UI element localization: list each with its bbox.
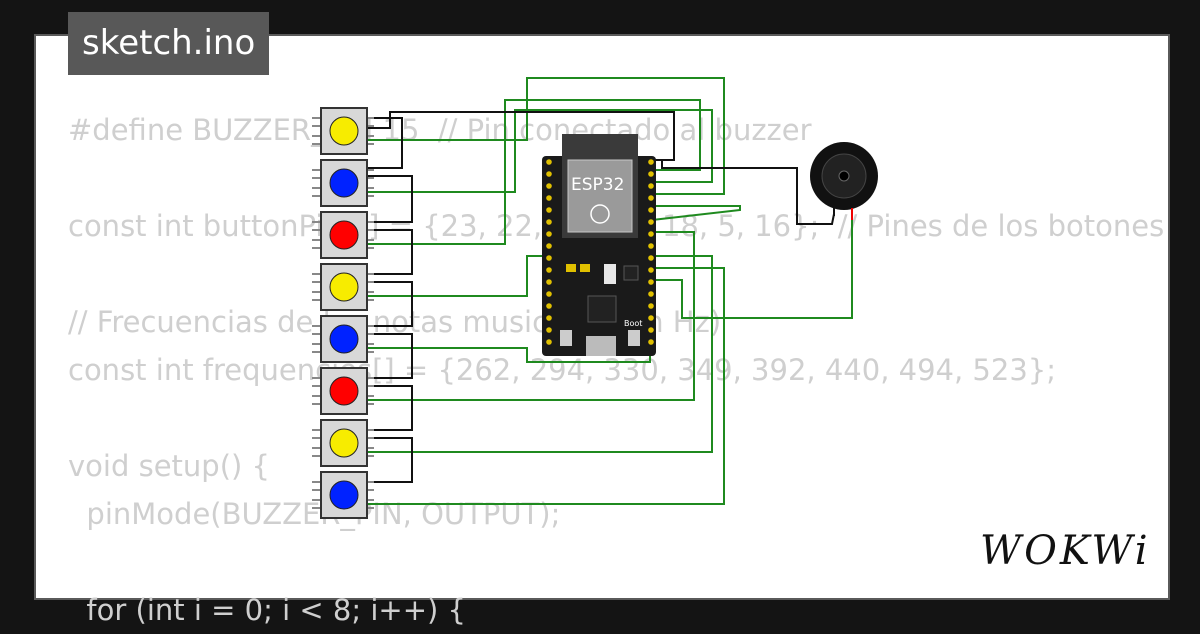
pin-header-left bbox=[546, 159, 552, 345]
header-pin[interactable] bbox=[648, 327, 654, 333]
header-pin[interactable] bbox=[648, 291, 654, 297]
ground-1 bbox=[368, 117, 403, 169]
esp32-board[interactable]: ESP32 Boot bbox=[542, 134, 656, 356]
button-housing bbox=[320, 107, 368, 155]
wire-button-7 bbox=[368, 255, 713, 453]
wire-buzzer-signal bbox=[652, 214, 853, 319]
black-wires bbox=[368, 111, 835, 483]
wire-button-8 bbox=[368, 267, 725, 505]
header-pin[interactable] bbox=[648, 255, 654, 261]
header-pin[interactable] bbox=[648, 315, 654, 321]
button-cap[interactable] bbox=[329, 480, 359, 510]
header-pin[interactable] bbox=[648, 219, 654, 225]
header-pin[interactable] bbox=[648, 171, 654, 177]
code-line: for (int i = 0; i < 8; i++) { bbox=[68, 593, 466, 627]
en-button[interactable] bbox=[560, 330, 572, 346]
header-pin[interactable] bbox=[546, 267, 552, 273]
wire-button-4 bbox=[368, 255, 550, 297]
header-pin[interactable] bbox=[546, 243, 552, 249]
pushbutton-blue[interactable] bbox=[312, 315, 374, 363]
component bbox=[623, 265, 639, 281]
header-pin[interactable] bbox=[648, 195, 654, 201]
button-cap[interactable] bbox=[329, 324, 359, 354]
header-pin[interactable] bbox=[648, 339, 654, 345]
usb-chip bbox=[587, 295, 617, 323]
pushbutton-blue[interactable] bbox=[312, 159, 374, 207]
ground-3 bbox=[368, 229, 413, 275]
component bbox=[580, 264, 590, 272]
ground-5 bbox=[368, 333, 413, 379]
header-pin[interactable] bbox=[546, 207, 552, 213]
button-cap[interactable] bbox=[329, 220, 359, 250]
header-pin[interactable] bbox=[648, 231, 654, 237]
button-cap[interactable] bbox=[329, 428, 359, 458]
header-pin[interactable] bbox=[648, 159, 654, 165]
button-cap[interactable] bbox=[329, 376, 359, 406]
button-housing bbox=[320, 471, 368, 519]
header-pin[interactable] bbox=[648, 303, 654, 309]
header-pin[interactable] bbox=[648, 267, 654, 273]
header-pin[interactable] bbox=[648, 243, 654, 249]
module-shield bbox=[567, 159, 633, 233]
buzzer[interactable] bbox=[810, 142, 878, 220]
wire-button-1 bbox=[368, 77, 725, 195]
header-pin[interactable] bbox=[546, 255, 552, 261]
header-pin[interactable] bbox=[546, 315, 552, 321]
buzzer-hole bbox=[838, 170, 850, 182]
header-pin[interactable] bbox=[546, 171, 552, 177]
component bbox=[604, 264, 616, 284]
diagram-canvas: #define BUZZER_PIN 15 // Pin conectado a… bbox=[34, 34, 1170, 627]
pushbutton-yellow[interactable] bbox=[312, 263, 374, 311]
ground-main bbox=[368, 111, 675, 161]
header-pin[interactable] bbox=[648, 207, 654, 213]
espressif-logo-icon bbox=[590, 204, 610, 224]
usb-port[interactable] bbox=[586, 336, 616, 356]
button-cap[interactable] bbox=[329, 116, 359, 146]
pushbutton-blue[interactable] bbox=[312, 471, 374, 519]
boot-label: Boot bbox=[624, 319, 642, 328]
pin-header-right bbox=[648, 159, 654, 345]
board-label: ESP32 bbox=[571, 175, 624, 195]
header-pin[interactable] bbox=[648, 183, 654, 189]
wire-board-pin bbox=[651, 205, 741, 221]
header-pin[interactable] bbox=[546, 303, 552, 309]
pushbutton-yellow[interactable] bbox=[312, 419, 374, 467]
wire-button-3 bbox=[368, 99, 701, 245]
header-pin[interactable] bbox=[546, 327, 552, 333]
button-cap[interactable] bbox=[329, 168, 359, 198]
header-pin[interactable] bbox=[546, 183, 552, 189]
ground-2 bbox=[368, 175, 413, 223]
header-pin[interactable] bbox=[546, 339, 552, 345]
pushbutton-yellow[interactable] bbox=[312, 107, 374, 155]
wokwi-logo: WOKWi bbox=[980, 528, 1151, 574]
ground-7 bbox=[368, 437, 413, 483]
header-pin[interactable] bbox=[546, 291, 552, 297]
pushbutton-column bbox=[312, 107, 374, 519]
code-line: void setup() { bbox=[68, 449, 270, 483]
component bbox=[566, 264, 576, 272]
pushbutton-red[interactable] bbox=[312, 367, 374, 415]
wire-button-2 bbox=[368, 109, 713, 193]
header-pin[interactable] bbox=[546, 231, 552, 237]
button-cap[interactable] bbox=[329, 272, 359, 302]
wire-button-6 bbox=[368, 231, 695, 401]
boot-button[interactable] bbox=[628, 330, 640, 346]
pushbutton-red[interactable] bbox=[312, 211, 374, 259]
ground-4 bbox=[368, 281, 413, 327]
header-pin[interactable] bbox=[648, 279, 654, 285]
header-pin[interactable] bbox=[546, 219, 552, 225]
ground-6 bbox=[368, 385, 413, 431]
header-pin[interactable] bbox=[546, 159, 552, 165]
file-tab[interactable]: sketch.ino bbox=[68, 12, 270, 75]
wire-buzzer-ground bbox=[652, 159, 835, 225]
header-pin[interactable] bbox=[546, 279, 552, 285]
header-pin[interactable] bbox=[546, 195, 552, 201]
